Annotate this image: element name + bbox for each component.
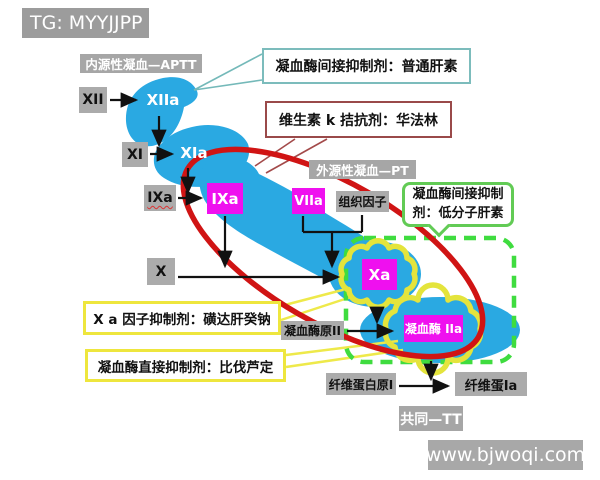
factor-viia: VIIa (292, 188, 325, 214)
page-tag: TG: MYYJJPP (22, 8, 149, 38)
factor-ixa-active: IXa (207, 183, 243, 214)
fibrinogen-label: 纤维蛋白原I (326, 373, 396, 395)
note-indirect-inhibitor-heparin: 凝血酶间接抑制剂：普通肝素 (262, 48, 471, 84)
heparin-callout-lines (193, 53, 263, 91)
fibrin-label: 纤维蛋Ia (455, 372, 527, 396)
watermark: www.bjwoqi.com (426, 440, 585, 470)
factor-xiia: XIIa (146, 91, 180, 109)
tissue-factor-label: 组织因子 (336, 191, 389, 212)
factor-xa: Xa (362, 259, 397, 290)
extrinsic-pathway-label: 外源性凝血—PT (309, 160, 416, 179)
factor-xii: XII (79, 87, 107, 113)
factor-xia: XIa (180, 144, 208, 162)
factor-ixa-precursor: IXa (144, 185, 176, 211)
prothrombin-label: 凝血酶原II (281, 321, 344, 340)
note-indirect-inhibitor-lmwh: 凝血酶间接抑制 剂：低分子肝素 (402, 182, 514, 227)
blob-xiia (125, 77, 198, 147)
note-vitamin-k-antagonist: 维生素 k 拮抗剂：华法林 (265, 101, 452, 138)
cloud-xa (338, 238, 418, 310)
common-pathway-label: 共同—TT (399, 406, 463, 431)
note-direct-thrombin-inhibitor: 凝血酶直接抑制剂：比伐芦定 (85, 349, 286, 382)
intrinsic-pathway-label: 内源性凝血—APTT (80, 54, 202, 73)
factor-ixa-precursor-text: IXa (147, 190, 173, 206)
thrombin-label: 凝血酶 IIa (404, 315, 463, 342)
factor-xi: XI (122, 142, 148, 167)
note-lmwh-line1: 凝血酶间接抑制 (412, 186, 504, 202)
factor-x: X (147, 258, 175, 285)
bivalirudin-pointer (285, 339, 404, 369)
xa-inhibitor-pointer (280, 286, 355, 322)
note-lmwh-line2: 剂：低分子肝素 (412, 205, 504, 221)
note-xa-inhibitor: X a 因子抑制剂：磺达肝癸钠 (83, 301, 281, 335)
